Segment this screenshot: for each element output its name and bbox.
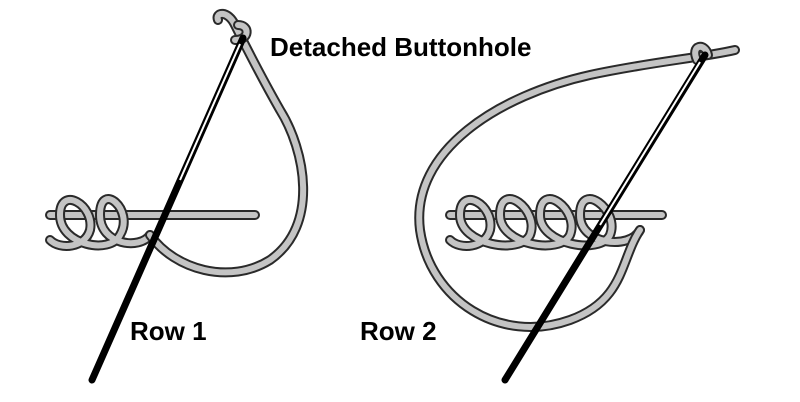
row1-label: Row 1 bbox=[130, 316, 207, 346]
row2-figure: Row 2 bbox=[360, 41, 740, 384]
row2-needle bbox=[501, 51, 709, 384]
row1-figure: Row 1 bbox=[45, 8, 309, 384]
row2-loops bbox=[445, 194, 645, 251]
row2-label: Row 2 bbox=[360, 316, 437, 346]
diagram-title: Detached Buttonhole bbox=[270, 32, 531, 62]
row1-loops bbox=[45, 194, 155, 251]
row1-needle bbox=[88, 34, 247, 384]
row1-working-thread bbox=[145, 8, 309, 278]
